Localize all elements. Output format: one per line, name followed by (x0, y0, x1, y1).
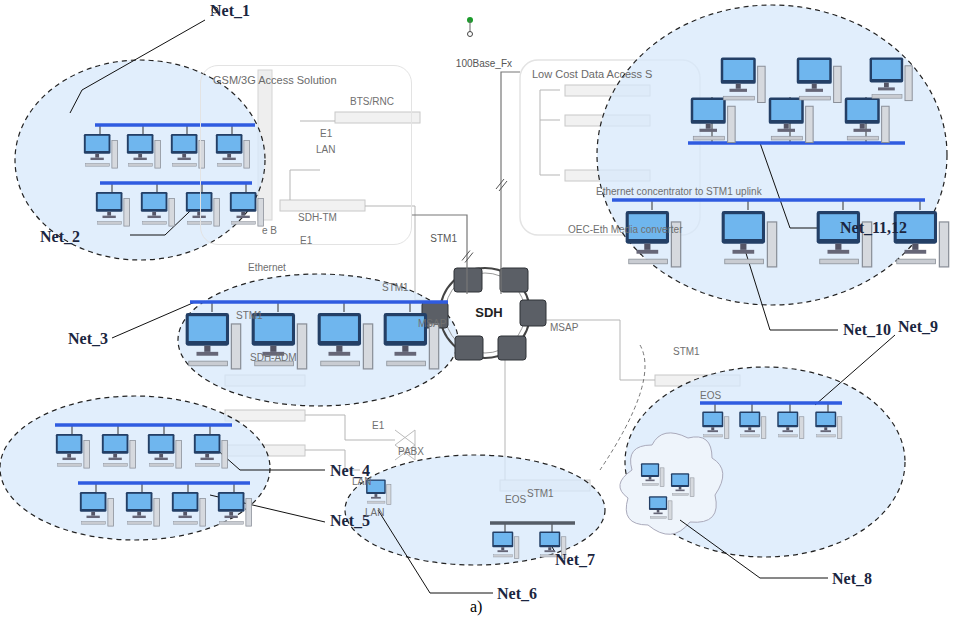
computer-icon (96, 192, 130, 226)
computer-icon (186, 192, 220, 226)
computer-icon (126, 492, 160, 526)
computer-icon (56, 434, 90, 468)
sdh-ring: SDH (452, 294, 526, 334)
equipment-label: STM1 (527, 488, 554, 499)
computer-icon (492, 532, 519, 559)
computer-icon (230, 192, 264, 226)
network-label: Net_5 (330, 512, 370, 530)
computer-icon (649, 496, 672, 519)
equipment-label: e B (262, 225, 277, 236)
link-label: 100Base_Fx (454, 58, 514, 69)
equipment-label: STM1 (673, 346, 700, 357)
computer-icon (218, 492, 252, 526)
equipment-label: LAN (365, 507, 384, 518)
computer-icon (194, 434, 228, 468)
equipment-label: Ethernet (248, 262, 286, 273)
lan-bus (190, 300, 448, 304)
equipment-label: E1 (372, 420, 384, 431)
computer-icon (626, 211, 681, 267)
network-label: Net_3 (68, 330, 108, 348)
computer-icon (641, 463, 664, 486)
equipment-label: EOS (700, 390, 721, 401)
equipment-label: MSAP (550, 322, 578, 333)
computer-icon (777, 412, 804, 439)
lan-bus (700, 401, 842, 405)
link-label: STM1 (428, 233, 459, 244)
fibre-mark (496, 179, 507, 191)
equipment-label: E1 (320, 128, 332, 139)
equipment-label: EOS (505, 494, 526, 505)
stm-link (412, 215, 467, 294)
equipment-label: LAN (316, 144, 335, 155)
computer-icon (739, 412, 766, 439)
network-label: Net_6 (497, 585, 537, 603)
ring-label: SDH (452, 305, 526, 320)
computer-icon (870, 57, 913, 100)
computer-icon (769, 98, 813, 143)
network-label: Net_10 (843, 321, 891, 339)
equipment-label: STM1 (382, 282, 409, 293)
computer-icon (721, 58, 765, 103)
solution-panel: Low Cost Data Access S (520, 60, 708, 235)
computer-icon (172, 492, 206, 526)
computer-icon (80, 492, 114, 526)
network-label: Net_9 (898, 318, 938, 336)
equipment-label: OEC-Eth Media converter (568, 224, 683, 235)
computer-icon (127, 134, 161, 168)
lan-bus (55, 423, 232, 427)
network-label: Net_7 (555, 551, 595, 569)
network-label: Net_2 (40, 228, 80, 246)
computer-icon (141, 192, 175, 226)
computer-icon (671, 473, 694, 496)
equipment-label: BTS/RNC (350, 96, 394, 107)
equipment-label: SDH-ADM (250, 352, 297, 363)
network-label: Net_11,12 (840, 219, 907, 237)
equipment-label: PABX (398, 446, 424, 457)
equipment-label: MSAP (418, 318, 446, 329)
computer-icon (84, 134, 118, 168)
lan-bus (688, 141, 905, 145)
computer-icon (318, 313, 373, 369)
equipment-label: SDH-TM (298, 212, 337, 223)
fibre-mark (462, 251, 473, 263)
equipment-label: E1 (300, 235, 312, 246)
lan-bus (78, 481, 250, 485)
stm-link (501, 72, 520, 294)
computer-icon (102, 434, 136, 468)
computer-icon (702, 412, 729, 439)
computer-icon (722, 211, 777, 267)
computer-icon (845, 98, 889, 143)
network-label: Net_8 (832, 570, 872, 588)
panel-title: Low Cost Data Access S (520, 60, 708, 80)
computer-icon (815, 412, 842, 439)
equipment-label: Ethernet concentrator to STM1 uplink (596, 186, 762, 197)
lan-bus (612, 198, 925, 202)
lan-bus (490, 521, 575, 525)
computer-icon (186, 313, 241, 369)
equipment-label: STM1 (236, 310, 263, 321)
lan-bus (95, 123, 255, 127)
computer-icon (797, 58, 841, 103)
computer-icon (148, 434, 182, 468)
computer-icon (691, 98, 735, 143)
equipment-label: LAN (352, 476, 371, 487)
lan-bus (100, 181, 252, 185)
network-label: Net_1 (210, 2, 250, 20)
figure-caption: a) (470, 598, 482, 616)
panel-title: GSM/3G Access Solution (201, 66, 411, 86)
computer-icon (216, 134, 250, 168)
